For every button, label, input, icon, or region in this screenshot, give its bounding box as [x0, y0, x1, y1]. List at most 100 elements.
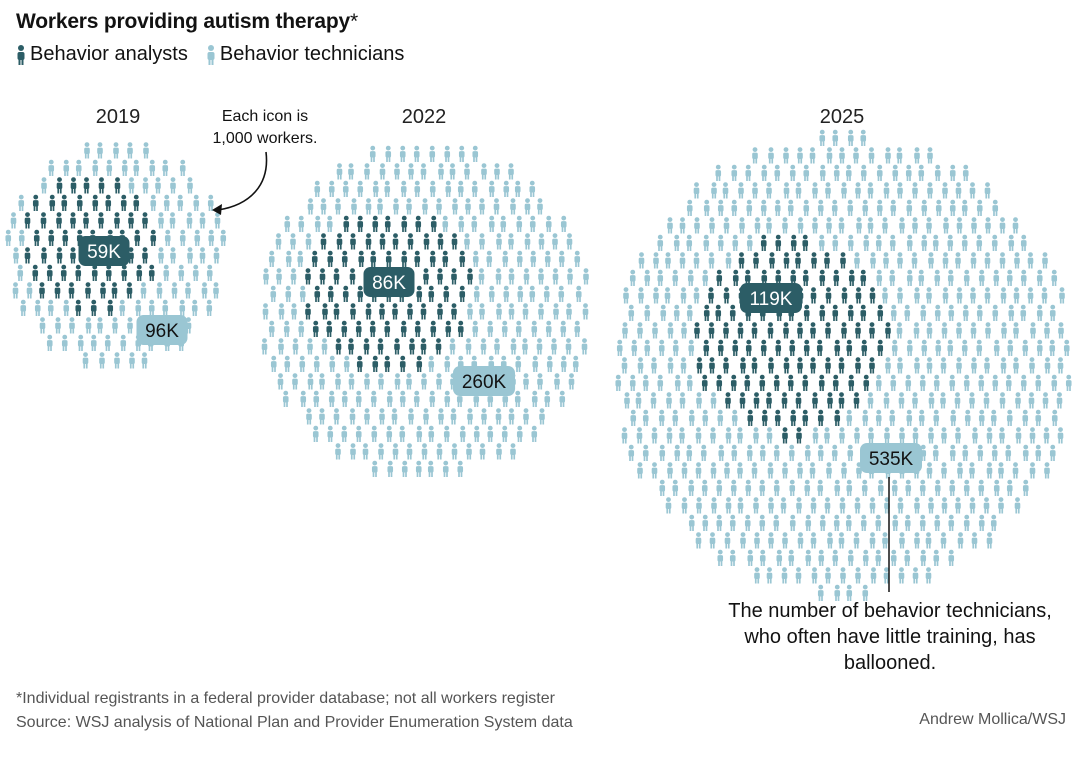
analyst-icon	[92, 194, 99, 211]
technician-icon	[1014, 497, 1021, 514]
analyst-icon	[46, 264, 53, 281]
technician-icon	[642, 374, 649, 391]
analyst-icon	[885, 322, 891, 339]
technician-icon	[700, 444, 707, 461]
technician-icon	[737, 427, 743, 444]
technician-icon	[566, 303, 572, 320]
technician-icon	[694, 217, 700, 234]
technician-icon	[761, 164, 768, 181]
analyst-icon	[121, 264, 128, 281]
technician-icon	[928, 427, 934, 444]
technician-icon	[826, 147, 833, 164]
technician-icon	[856, 217, 862, 234]
technician-icon	[861, 479, 868, 496]
technician-icon	[481, 408, 487, 425]
technician-icon	[478, 268, 485, 285]
technician-icon	[963, 479, 970, 496]
technician-icon	[854, 252, 860, 269]
technician-icon	[319, 373, 325, 390]
technician-icon	[112, 317, 118, 334]
technician-icon	[531, 425, 538, 442]
technician-icon	[695, 462, 702, 479]
analyst-icon	[61, 194, 68, 211]
technician-icon	[399, 425, 406, 442]
technician-icon	[926, 217, 932, 234]
technician-icon	[208, 229, 215, 246]
analysts-value-2019: 59K	[78, 236, 130, 266]
technician-icon	[853, 147, 859, 164]
technician-icon	[876, 164, 883, 181]
technician-icon	[776, 549, 783, 566]
analyst-icon	[716, 374, 723, 391]
technician-icon	[672, 339, 679, 356]
technician-icon	[955, 497, 961, 514]
technician-icon	[650, 392, 657, 409]
technician-icon	[1044, 462, 1050, 479]
technician-icon	[875, 409, 882, 426]
technician-icon	[135, 299, 142, 316]
technician-icon	[833, 164, 840, 181]
technician-icon	[262, 303, 269, 320]
technician-icon	[438, 408, 444, 425]
technician-icon	[379, 408, 385, 425]
technician-icon	[667, 462, 673, 479]
analyst-icon	[32, 264, 39, 281]
technician-icon	[766, 217, 772, 234]
analyst-icon	[810, 322, 816, 339]
analyst-icon	[327, 250, 334, 267]
legend-item-analysts: Behavior analysts	[16, 43, 188, 66]
technician-icon	[826, 217, 832, 234]
technician-icon	[782, 532, 788, 549]
technician-icon	[1051, 374, 1058, 391]
technicians-annotation: The number of behavior technicians, who …	[728, 600, 1052, 674]
technician-icon	[679, 217, 686, 234]
technician-icon	[82, 352, 89, 369]
technician-icon	[797, 532, 804, 549]
technician-icon	[537, 198, 543, 215]
technician-icon	[522, 338, 528, 355]
analyst-icon	[768, 357, 774, 374]
analyst-icon	[392, 303, 398, 320]
technician-icon	[92, 159, 99, 176]
technician-icon	[510, 443, 516, 460]
technician-icon	[710, 462, 717, 479]
technician-icon	[868, 427, 874, 444]
technician-icon	[508, 233, 514, 250]
analyst-icon	[443, 285, 450, 302]
analyst-icon	[341, 320, 348, 337]
technician-icon	[471, 215, 478, 232]
technician-icon	[341, 425, 348, 442]
technician-icon	[531, 320, 538, 337]
technician-icon	[783, 147, 789, 164]
technician-icon	[140, 282, 147, 299]
technician-icon	[709, 532, 716, 549]
analyst-icon	[142, 212, 148, 229]
technician-icon	[812, 182, 818, 199]
technician-icon	[963, 514, 970, 531]
technician-icon	[285, 285, 292, 302]
technician-icon	[834, 479, 841, 496]
technician-icon	[827, 532, 833, 549]
technician-icon	[867, 392, 874, 409]
technician-icon	[998, 497, 1004, 514]
technician-icon	[905, 479, 912, 496]
technician-icon	[991, 234, 998, 251]
technician-icon	[693, 287, 700, 304]
technician-icon	[978, 479, 985, 496]
analyst-icon	[377, 338, 384, 355]
technician-icon	[940, 392, 946, 409]
technician-icon	[674, 444, 681, 461]
analyst-icon	[783, 252, 790, 269]
technician-icon	[406, 373, 412, 390]
analyst-icon	[696, 357, 703, 374]
technician-icon	[536, 338, 543, 355]
technician-icon	[941, 462, 947, 479]
technician-icon	[538, 233, 545, 250]
technician-icon	[408, 163, 414, 180]
technician-icon	[162, 299, 169, 316]
technician-icon	[977, 444, 984, 461]
technician-icon	[164, 229, 171, 246]
analyst-icon	[760, 339, 767, 356]
technician-icon	[882, 287, 888, 304]
technician-icon	[141, 352, 148, 369]
